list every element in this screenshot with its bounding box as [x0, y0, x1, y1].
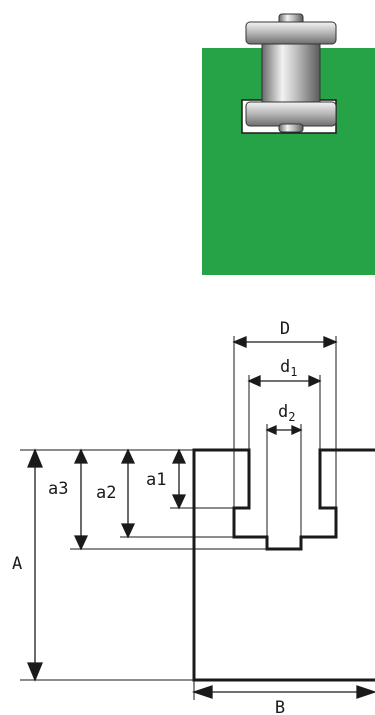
part-outline: [192, 448, 375, 682]
dim-a1-arrow: [171, 448, 187, 510]
label-a2: a2: [96, 483, 116, 503]
dim-d2-arrow: [265, 424, 303, 436]
dim-a2-arrow: [120, 448, 136, 539]
top-flange: [245, 21, 337, 45]
label-a3: a3: [48, 479, 68, 499]
dim-B-arrow: [191, 685, 375, 699]
bottom-pin: [278, 123, 304, 133]
bottom-flange: [245, 101, 337, 127]
dim-A-arrow: [27, 448, 43, 682]
label-A: A: [12, 554, 22, 574]
dim-d1-arrow: [247, 374, 322, 388]
extension-lines: [20, 336, 337, 700]
dim-D-arrow: [232, 336, 338, 348]
dim-a3-arrow: [73, 448, 89, 551]
label-d2: d2: [278, 402, 295, 424]
body-cylinder: [261, 43, 321, 103]
technical-drawing: [20, 336, 375, 700]
standoff-part: [245, 13, 337, 133]
label-d1: d1: [280, 357, 297, 379]
label-B: B: [275, 698, 285, 715]
label-D: D: [280, 319, 290, 339]
product-photo: [202, 13, 375, 275]
label-a1: a1: [146, 470, 166, 490]
